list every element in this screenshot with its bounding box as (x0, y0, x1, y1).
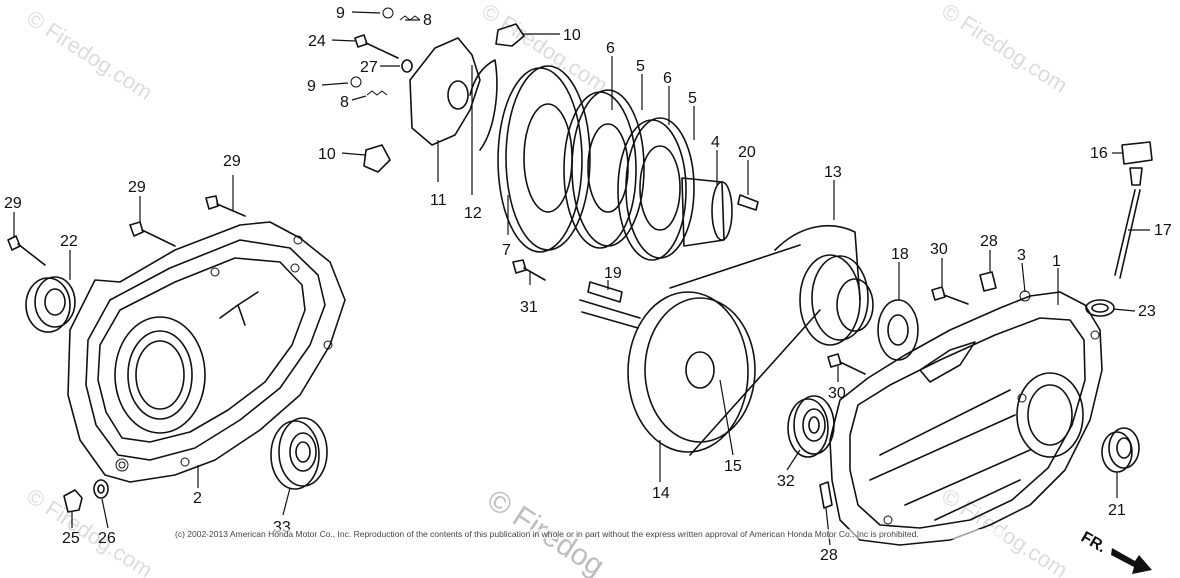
front-direction-indicator: FR. (1078, 529, 1152, 574)
callout-label: 13 (824, 164, 842, 181)
callout-label: 11 (430, 192, 447, 209)
bearing-33 (270, 417, 328, 490)
callout-label: 22 (60, 233, 78, 250)
watermark-text: © Firedog.com (22, 483, 157, 578)
callout-label: 10 (318, 146, 336, 163)
callout-label: 7 (502, 242, 511, 259)
callout-label: 25 (62, 530, 80, 547)
callout-label: 1 (1052, 253, 1061, 270)
right-case (829, 290, 1103, 546)
callout-label: 8 (340, 94, 349, 111)
watermark-text: © Firedog.com (22, 5, 157, 105)
callout-label: 6 (663, 70, 672, 87)
callout-label: 28 (980, 233, 998, 250)
callout-label: 23 (1138, 303, 1156, 320)
callout-label: 20 (738, 144, 756, 161)
callout-labels: 9 8 10 24 27 9 8 6 5 6 5 4 20 10 11 12 7… (4, 5, 1172, 564)
callout-label: 29 (4, 195, 22, 212)
chain-drive (579, 225, 919, 456)
callout-label: 8 (423, 12, 432, 29)
callout-label: 24 (308, 33, 326, 50)
callout-label: 5 (636, 58, 645, 75)
callout-label: 3 (1017, 247, 1026, 264)
callout-label: 2 (193, 490, 202, 507)
callout-label: 28 (820, 547, 838, 564)
direction-label: FR. (1078, 529, 1109, 557)
callout-label: 31 (520, 299, 538, 316)
callout-label: 17 (1154, 222, 1172, 239)
callout-label: 27 (360, 59, 378, 76)
watermark-text: © Firedog.com (937, 0, 1072, 98)
callout-label: 16 (1090, 145, 1108, 162)
callout-label: 4 (711, 134, 720, 151)
callout-label: 6 (606, 40, 615, 57)
bearing-32 (787, 395, 835, 458)
callout-label: 21 (1108, 502, 1126, 519)
callout-label: 18 (891, 246, 909, 263)
callout-label: 9 (336, 5, 345, 22)
callout-label: 5 (688, 90, 697, 107)
seal-21 (1101, 427, 1140, 473)
callout-label: 30 (930, 241, 948, 258)
callout-label: 19 (604, 265, 622, 282)
callout-label: 10 (563, 27, 581, 44)
callout-label: 12 (464, 205, 482, 222)
callout-label: 30 (828, 385, 846, 402)
dipstick-assembly (1085, 141, 1153, 317)
callout-label: 9 (307, 78, 316, 95)
leader-lines (13, 11, 1150, 546)
copyright-notice: (c) 2002-2013 American Honda Motor Co., … (175, 529, 1005, 539)
callout-label: 29 (128, 179, 146, 196)
callout-label: 15 (724, 458, 742, 475)
watermark-layer: © Firedog.com © Firedog.com © Firedog.co… (22, 0, 1072, 578)
clutch-assembly (350, 7, 759, 261)
callout-label: 26 (98, 530, 116, 547)
seal-22 (25, 276, 76, 333)
callout-label: 32 (777, 473, 795, 490)
callout-label: 29 (223, 153, 241, 170)
bolts (7, 34, 997, 513)
front-arrow-icon (1111, 548, 1152, 574)
callout-label: 14 (652, 485, 670, 502)
left-case-cover (67, 221, 346, 483)
